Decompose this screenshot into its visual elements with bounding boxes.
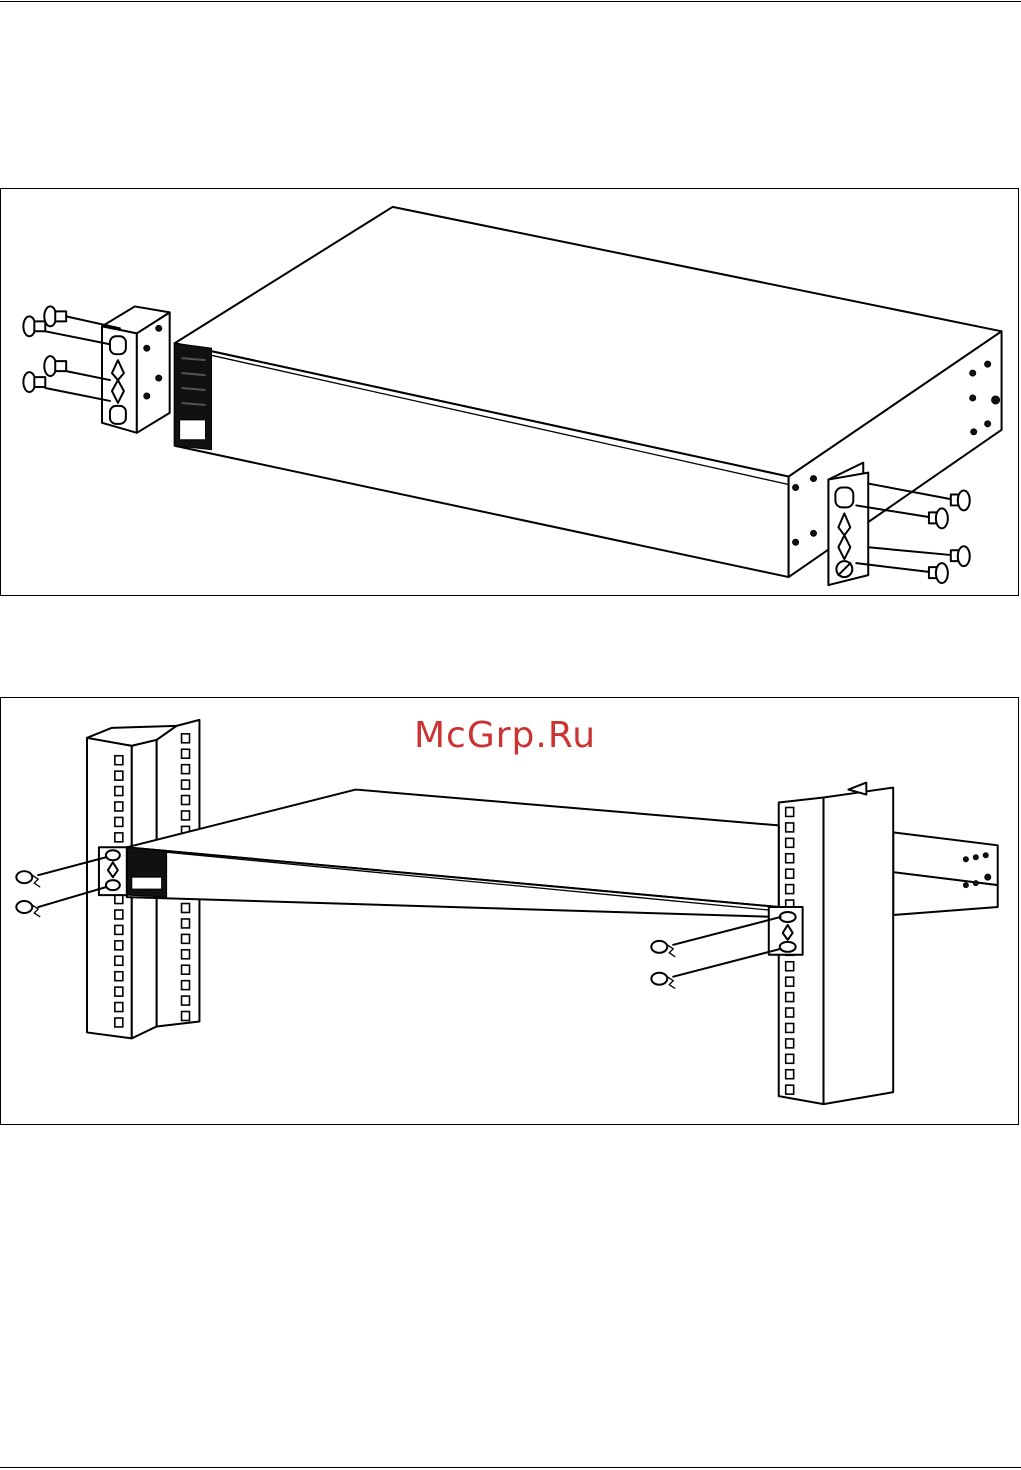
- rack-hole: [786, 962, 794, 971]
- rack-hole: [786, 993, 794, 1002]
- rack-hole: [182, 765, 190, 774]
- rack-hole: [182, 734, 190, 743]
- rack-hole: [115, 972, 123, 981]
- rack-hole: [786, 1054, 794, 1063]
- front-panel: [175, 343, 212, 449]
- right-rack-bracket: [769, 907, 803, 955]
- rack-hole: [182, 780, 190, 789]
- rack-hole: [115, 925, 123, 934]
- bracket-attachment-drawing: [1, 189, 1018, 595]
- rack-hole: [786, 1039, 794, 1048]
- rack-hole: [115, 817, 123, 826]
- rack-hole: [182, 749, 190, 758]
- rack-mounting-drawing: [1, 698, 1018, 1124]
- rack-hole: [182, 950, 190, 959]
- rack-hole: [786, 885, 794, 894]
- left-bracket: [102, 306, 170, 432]
- rack-hole: [115, 941, 123, 950]
- right-rack-post: [779, 783, 998, 1104]
- rack-hole: [182, 796, 190, 805]
- footer-rule: [0, 1467, 1021, 1468]
- rack-hole: [786, 869, 794, 878]
- screw-icon: [44, 306, 120, 328]
- rack-hole: [182, 1012, 190, 1021]
- rack-hole: [182, 981, 190, 990]
- rack-hole: [182, 934, 190, 943]
- screw-icon: [44, 356, 110, 380]
- rack-hole: [182, 996, 190, 1005]
- rack-hole: [786, 1023, 794, 1032]
- rack-hole: [115, 802, 123, 811]
- screw-icon: [651, 949, 780, 989]
- rack-hole: [115, 956, 123, 965]
- rack-hole: [182, 919, 190, 928]
- rack-hole: [115, 756, 123, 765]
- rack-hole: [182, 904, 190, 913]
- screw-icon: [651, 917, 780, 957]
- rack-hole: [182, 811, 190, 820]
- rack-hole: [786, 854, 794, 863]
- rack-hole: [786, 1008, 794, 1017]
- rack-hole: [786, 838, 794, 847]
- rack-hole: [182, 965, 190, 974]
- screw-icon: [868, 546, 970, 566]
- rack-hole: [786, 977, 794, 986]
- rack-mounting-figure: [0, 697, 1019, 1125]
- switch-chassis: [127, 790, 779, 917]
- bracket-attachment-figure: [0, 188, 1019, 596]
- rack-hole: [115, 1018, 123, 1027]
- rack-hole: [115, 771, 123, 780]
- rack-hole: [115, 1003, 123, 1012]
- screw-icon: [856, 563, 948, 583]
- rack-hole: [115, 833, 123, 842]
- rack-hole: [115, 787, 123, 796]
- rack-hole: [786, 807, 794, 816]
- rack-hole: [786, 823, 794, 832]
- rack-hole: [786, 1070, 794, 1079]
- rack-hole: [786, 1085, 794, 1094]
- header-rule: [0, 1, 1021, 2]
- switch-chassis: [175, 207, 1002, 577]
- watermark-text: McGrp.Ru: [414, 715, 596, 756]
- rack-hole: [115, 987, 123, 996]
- rack-hole: [115, 910, 123, 919]
